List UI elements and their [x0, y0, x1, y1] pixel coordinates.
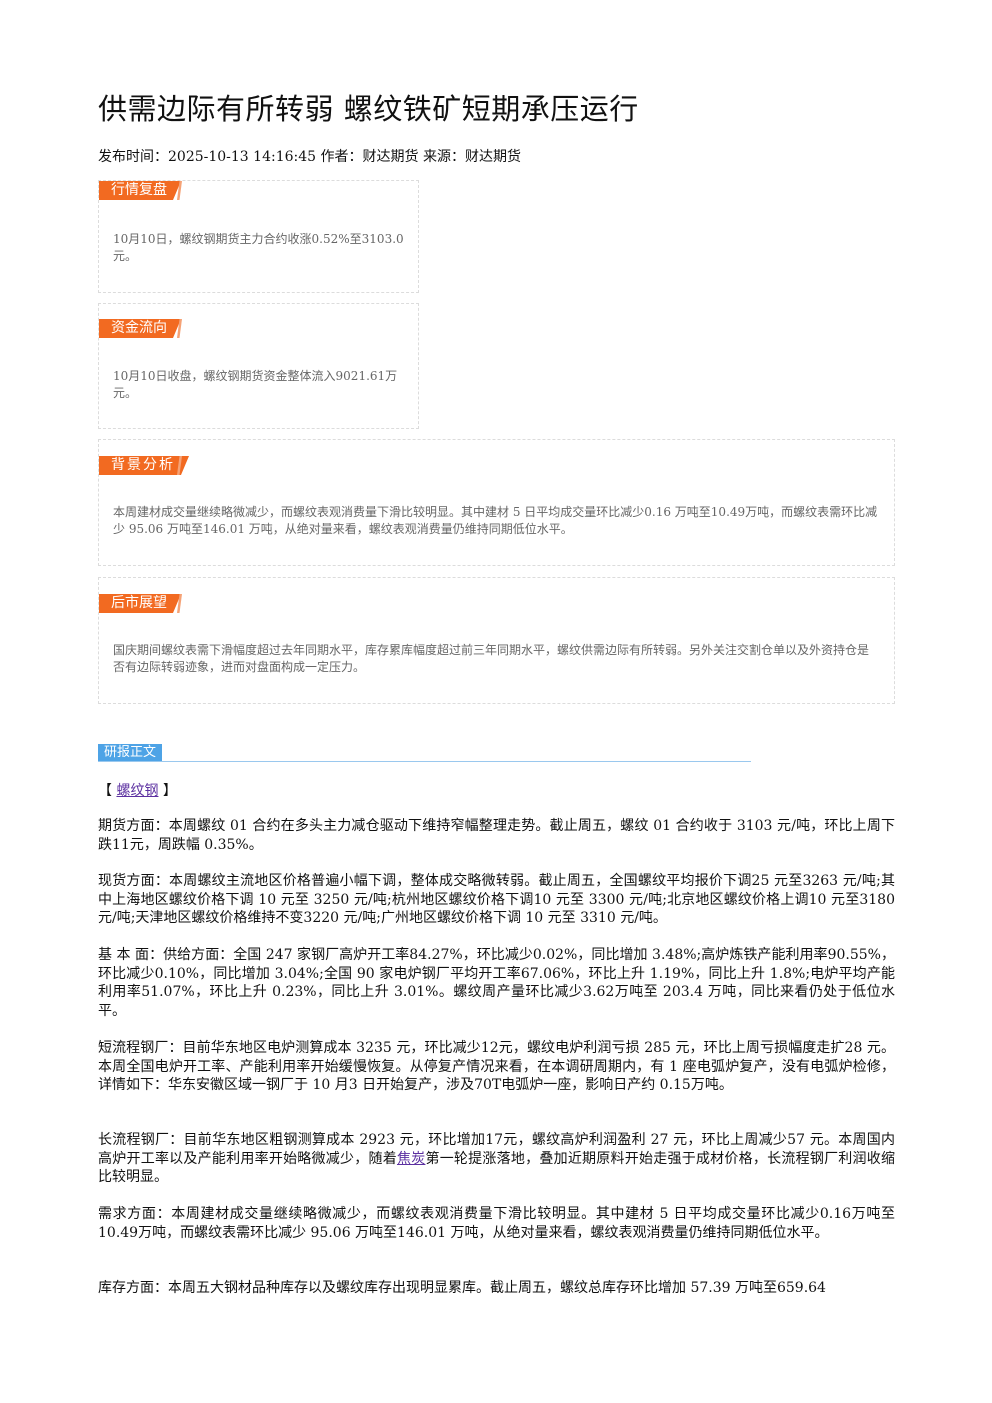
keyword-link-rebar[interactable]: 螺纹钢: [116, 783, 159, 799]
section-text: 国庆期间螺纹表需下滑幅度超过去年同期水平，库存累库幅度超过前三年同期水平，螺纹供…: [113, 643, 870, 674]
bracket-open: 【: [98, 783, 112, 799]
paragraph-long-process: 长流程钢厂：目前华东地区粗钢测算成本 2923 元，环比增加17元，螺纹高炉利润…: [98, 1131, 895, 1187]
paragraph-text: 长流程钢厂：目前华东地区粗钢测算成本 2923 元，环比增加17元，螺纹高炉利润…: [98, 1132, 895, 1167]
section-tag: 背景分析: [99, 456, 189, 475]
tag-stripe-decoration: [177, 594, 182, 613]
section-tag: 后市展望: [99, 594, 181, 613]
tag-stripe-decoration: [177, 319, 182, 338]
section-text: 本周建材成交量继续略微减少，而螺纹表观消费量下滑比较明显。其中建材 5 日平均成…: [113, 505, 878, 536]
section-tag: 资金流向: [99, 319, 181, 338]
section-capital-flow: 资金流向 10月10日收盘，螺纹钢期货资金整体流入9021.61万元。: [98, 303, 419, 429]
section-background-analysis: 背景分析 本周建材成交量继续略微减少，而螺纹表观消费量下滑比较明显。其中建材 5…: [98, 439, 895, 566]
section-text: 10月10日收盘，螺纹钢期货资金整体流入9021.61万元。: [113, 369, 398, 400]
paragraph-demand: 需求方面：本周建材成交量继续略微减少，而螺纹表观消费量下滑比较明显。其中建材 5…: [98, 1206, 895, 1241]
section-tag: 行情复盘: [99, 181, 181, 200]
bracket-close: 】: [162, 783, 177, 799]
tag-stripe-decoration: [177, 456, 182, 475]
report-body-tag: 研报正文: [98, 744, 163, 762]
paragraph-text: 第一轮提涨落地，叠加近期原料开始走强于成材价格，长流程钢厂利润收缩比较明显。: [98, 1150, 896, 1186]
keyword-link-coke[interactable]: 焦炭: [396, 1150, 426, 1167]
paragraph-spot: 现货方面：本周螺纹主流地区价格普遍小幅下调，整体成交略微转弱。截止周五，全国螺纹…: [98, 873, 895, 927]
paragraph-short-process: 短流程钢厂：目前华东地区电炉测算成本 3235 元，环比减少12元，螺纹电炉利润…: [98, 1040, 895, 1094]
paragraph-fundamentals: 基 本 面：供给方面：全国 247 家钢厂高炉开工率84.27%，环比减少0.0…: [98, 947, 895, 1019]
section-market-review: 行情复盘 10月10日，螺纹钢期货主力合约收涨0.52%至3103.0元。: [98, 180, 419, 293]
report-divider: [98, 761, 751, 762]
tag-stripe-decoration: [177, 181, 182, 200]
page-title: 供需边际有所转弱 螺纹铁矿短期承压运行: [98, 92, 639, 126]
article-meta: 发布时间：2025-10-13 14:16:45 作者：财达期货 来源：财达期货: [98, 149, 521, 165]
paragraph-futures: 期货方面：本周螺纹 01 合约在多头主力减仓驱动下维持窄幅整理走势。截止周五，螺…: [98, 818, 895, 853]
section-outlook: 后市展望 国庆期间螺纹表需下滑幅度超过去年同期水平，库存累库幅度超过前三年同期水…: [98, 577, 895, 704]
keyword-line: 【 螺纹钢 】: [98, 780, 177, 800]
section-text: 10月10日，螺纹钢期货主力合约收涨0.52%至3103.0元。: [113, 232, 404, 263]
paragraph-inventory: 库存方面：本周五大钢材品种库存以及螺纹库存出现明显累库。截止周五，螺纹总库存环比…: [98, 1280, 826, 1296]
